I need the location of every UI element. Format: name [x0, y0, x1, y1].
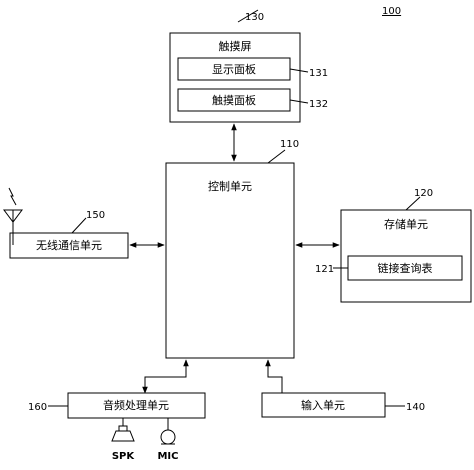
storage-unit-ref: 120 [414, 188, 433, 199]
input-unit-label: 输入单元 [301, 398, 345, 412]
touch-screen-ref: 130 [245, 12, 264, 23]
link-table-block: 链接查询表 121 [315, 255, 463, 281]
microphone-label: MIC [157, 451, 178, 462]
microphone-icon: MIC [157, 418, 179, 462]
display-panel-block: 显示面板 131 [177, 57, 328, 81]
control-unit-label: 控制单元 [208, 179, 252, 193]
audio-unit-ref: 160 [28, 402, 47, 413]
wireless-unit-label: 无线通信单元 [36, 238, 102, 252]
speaker-label: SPK [112, 451, 136, 462]
display-panel-ref: 131 [309, 68, 328, 79]
control-unit-block: 控制单元 110 [165, 139, 299, 359]
input-unit-ref: 140 [406, 402, 425, 413]
speaker-icon: SPK [111, 418, 136, 462]
wireless-unit-block: 无线通信单元 150 [9, 210, 129, 259]
display-panel-label: 显示面板 [212, 62, 256, 76]
touch-panel-block: 触摸面板 132 [177, 88, 328, 112]
connector-audio-control [142, 359, 189, 394]
touch-screen-label: 触摸屏 [219, 39, 252, 53]
touch-panel-ref: 132 [309, 99, 328, 110]
audio-unit-block: 音频处理单元 160 [28, 392, 206, 419]
audio-unit-label: 音频处理单元 [103, 398, 169, 412]
wireless-unit-ref: 150 [86, 210, 105, 221]
connector-input-control [265, 359, 283, 393]
touch-panel-label: 触摸面板 [212, 93, 256, 107]
figure-ref: 100 [382, 6, 401, 17]
link-table-label: 链接查询表 [378, 261, 433, 275]
input-unit-block: 输入单元 140 [261, 392, 425, 418]
link-table-ref: 121 [315, 264, 334, 275]
storage-unit-block: 存储单元 120 [340, 188, 472, 303]
storage-unit-label: 存储单元 [384, 217, 428, 231]
antenna-icon [3, 187, 23, 245]
control-unit-ref: 110 [280, 139, 299, 150]
